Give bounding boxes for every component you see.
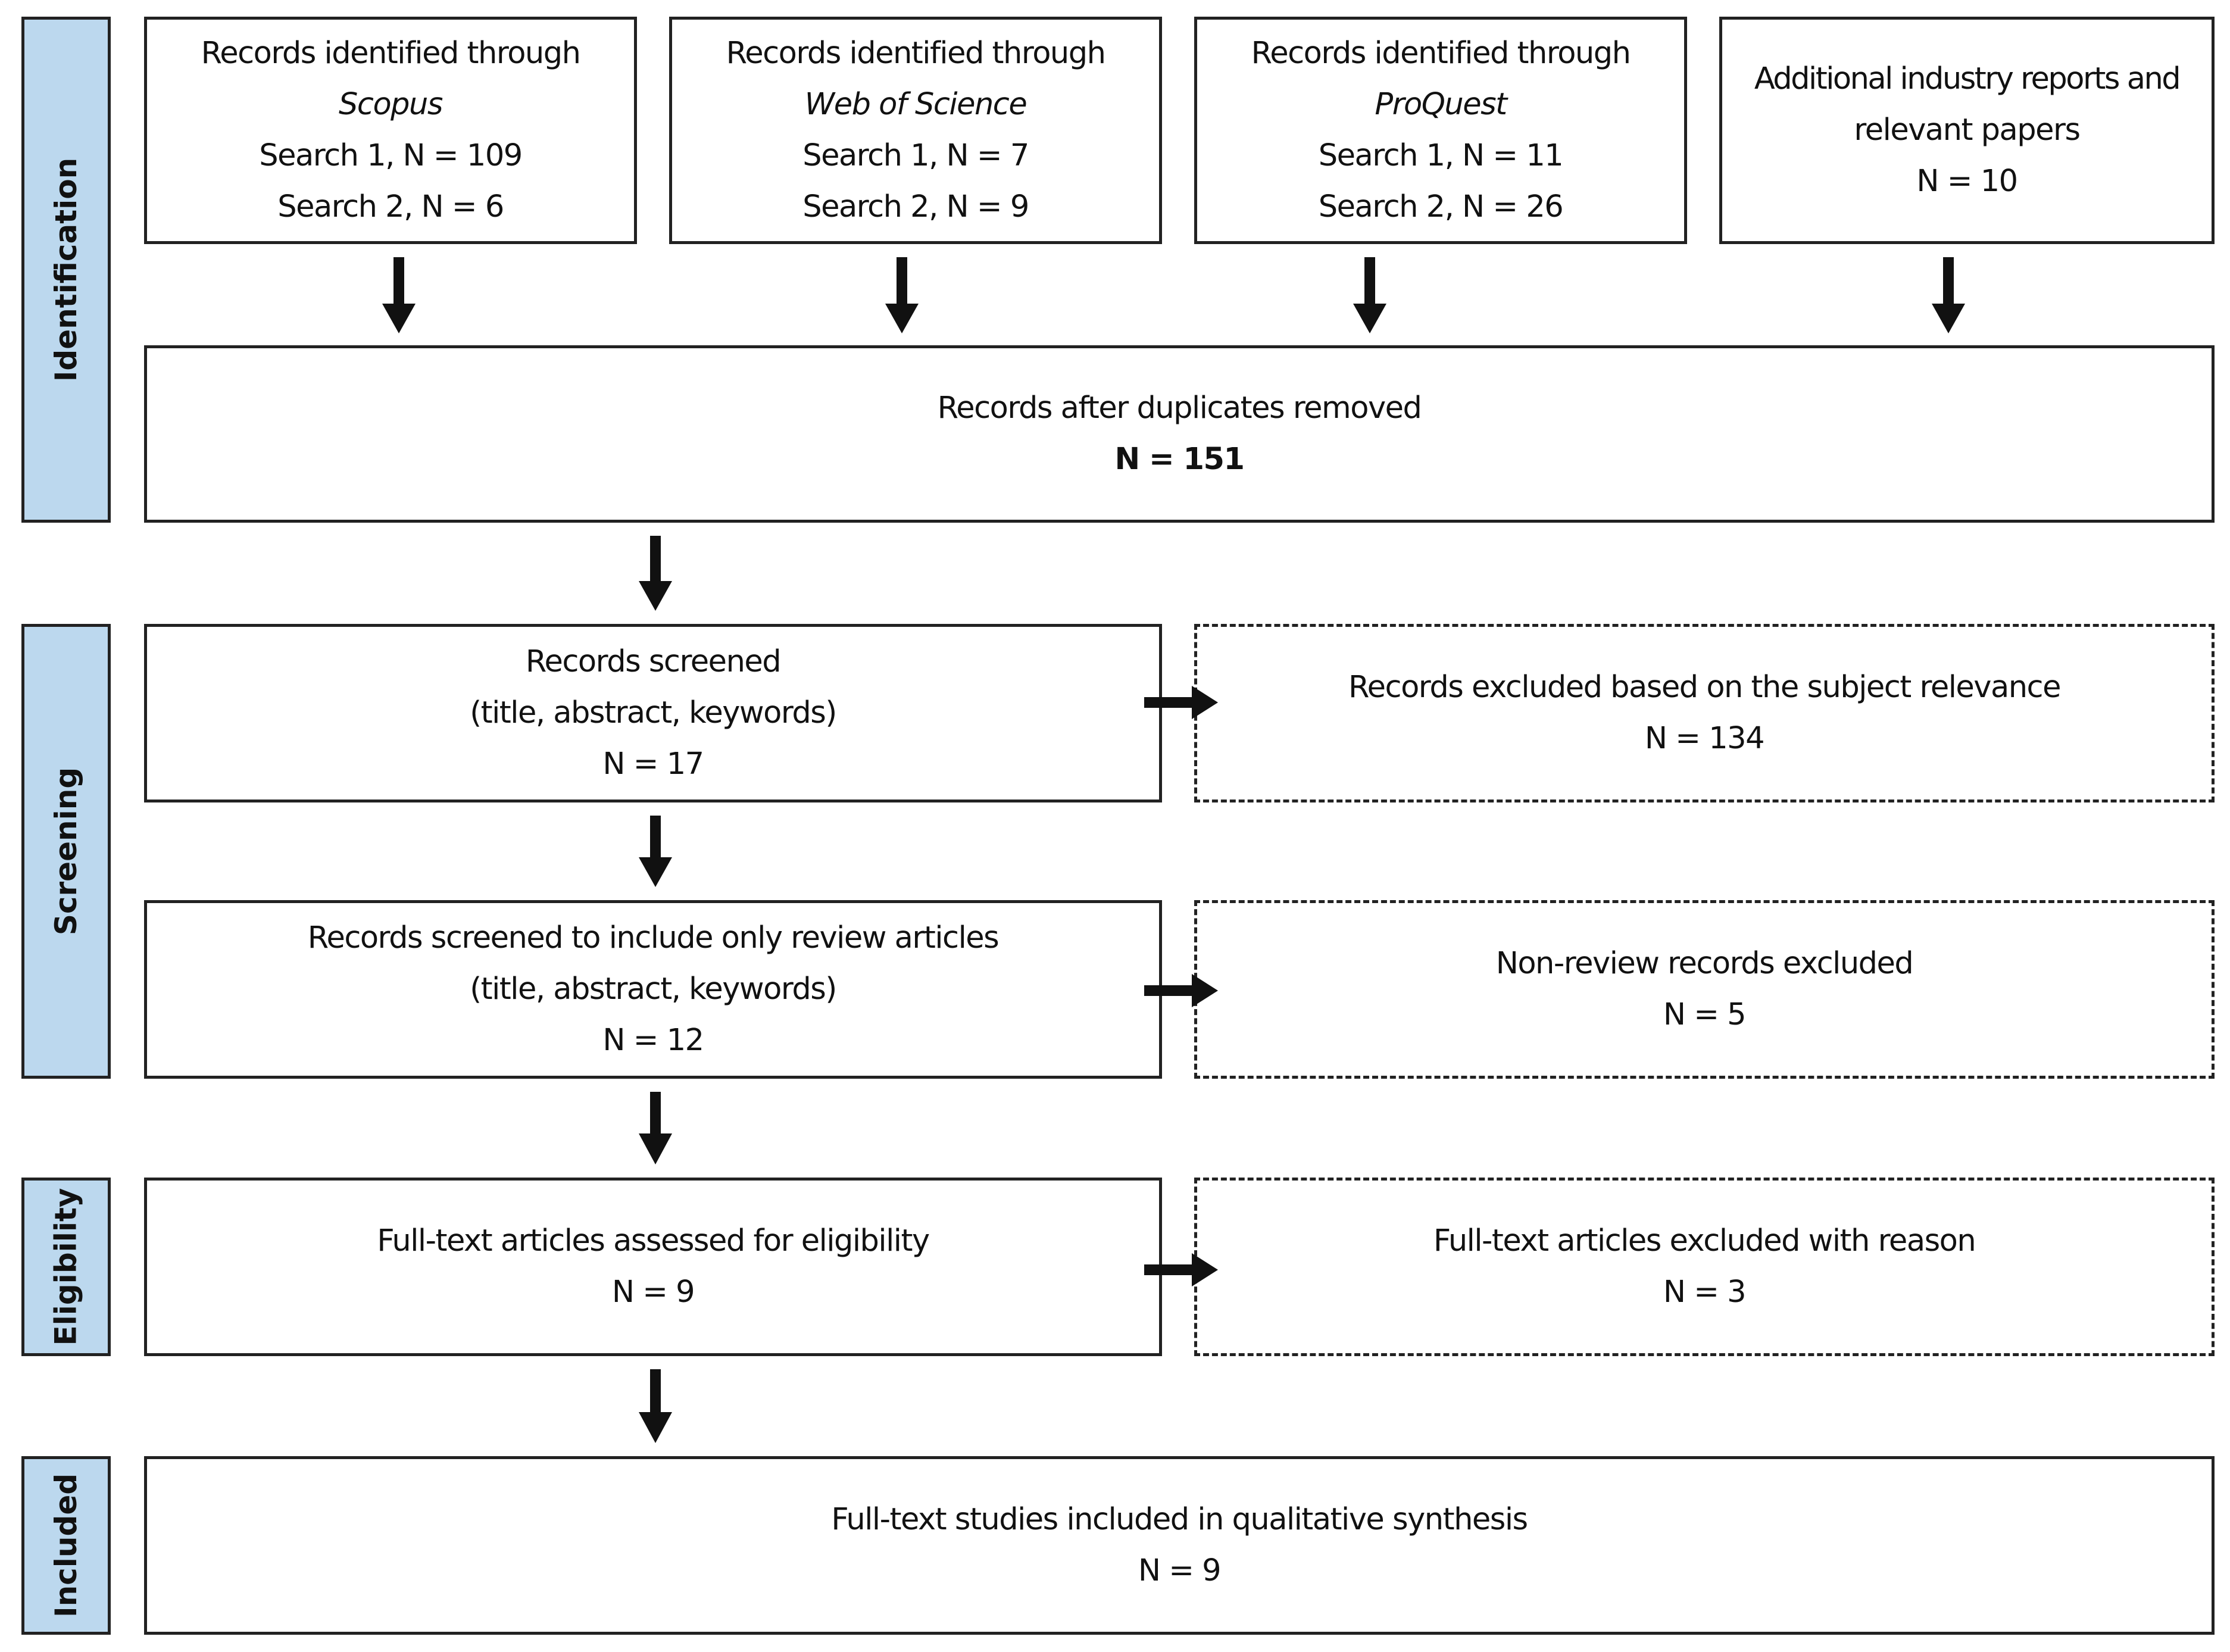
source-wos-box: Records identified through Web of Scienc…	[669, 17, 1162, 244]
eligibility-assessed-count: N = 9	[611, 1275, 695, 1310]
arrow-down-icon	[885, 257, 919, 333]
screened-review-detail: (title, abstract, keywords)	[470, 972, 837, 1007]
stage-identification-label: Identification	[49, 157, 83, 382]
source-scopus-line1: Records identified through	[201, 36, 581, 71]
source-additional-line1: Additional industry reports and	[1754, 61, 2181, 96]
source-additional-box: Additional industry reports and relevant…	[1719, 17, 2215, 244]
records-screened-detail: (title, abstract, keywords)	[470, 695, 837, 730]
arrow-down-icon	[382, 257, 416, 333]
source-additional-line2: relevant papers	[1854, 113, 2081, 148]
source-proquest-search2: Search 2, N = 26	[1318, 189, 1564, 224]
eligibility-assessed-label: Full-text articles assessed for eligibil…	[377, 1223, 930, 1258]
stage-eligibility: Eligibility	[21, 1178, 111, 1356]
included-studies-count: N = 9	[1138, 1553, 1222, 1588]
deduplicated-box: Records after duplicates removed N = 151	[144, 345, 2215, 523]
source-proquest-search1: Search 1, N = 11	[1318, 138, 1564, 173]
records-screened-count: N = 17	[602, 747, 704, 782]
screened-review-count: N = 12	[602, 1023, 704, 1058]
excluded-relevance-box: Records excluded based on the subject re…	[1194, 624, 2215, 802]
arrow-down-icon	[1932, 257, 1965, 333]
deduplicated-count: N = 151	[1114, 442, 1245, 477]
excluded-reason-label: Full-text articles excluded with reason	[1433, 1223, 1976, 1258]
arrow-down-icon	[639, 536, 672, 611]
included-studies-box: Full-text studies included in qualitativ…	[144, 1456, 2215, 1635]
source-scopus-search2: Search 2, N = 6	[277, 189, 504, 224]
stage-screening-label: Screening	[49, 767, 84, 936]
source-scopus-box: Records identified through Scopus Search…	[144, 17, 637, 244]
source-scopus-search1: Search 1, N = 109	[259, 138, 523, 173]
records-screened-box: Records screened (title, abstract, keywo…	[144, 624, 1162, 802]
source-wos-database: Web of Science	[804, 87, 1027, 122]
excluded-relevance-count: N = 134	[1644, 721, 1765, 756]
source-proquest-database: ProQuest	[1375, 87, 1507, 122]
stage-included: Included	[21, 1456, 111, 1635]
stage-screening: Screening	[21, 624, 111, 1079]
excluded-reason-count: N = 3	[1663, 1275, 1747, 1310]
excluded-relevance-label: Records excluded based on the subject re…	[1348, 670, 2061, 705]
stage-identification: Identification	[21, 17, 111, 523]
screened-review-box: Records screened to include only review …	[144, 900, 1162, 1079]
excluded-nonreview-label: Non-review records excluded	[1495, 946, 1914, 981]
records-screened-label: Records screened	[525, 644, 782, 679]
arrow-down-icon	[1353, 257, 1386, 333]
arrow-down-icon	[639, 1092, 672, 1164]
arrow-down-icon	[639, 1369, 672, 1443]
deduplicated-label: Records after duplicates removed	[937, 391, 1422, 426]
excluded-nonreview-box: Non-review records excluded N = 5	[1194, 900, 2215, 1079]
included-studies-label: Full-text studies included in qualitativ…	[831, 1502, 1528, 1537]
excluded-reason-box: Full-text articles excluded with reason …	[1194, 1178, 2215, 1356]
arrow-down-icon	[639, 816, 672, 887]
screened-review-label: Records screened to include only review …	[307, 920, 1000, 955]
eligibility-assessed-box: Full-text articles assessed for eligibil…	[144, 1178, 1162, 1356]
excluded-nonreview-count: N = 5	[1663, 997, 1747, 1032]
source-wos-search1: Search 1, N = 7	[802, 138, 1029, 173]
source-wos-line1: Records identified through	[726, 36, 1106, 71]
source-additional-count: N = 10	[1916, 164, 2018, 199]
source-proquest-box: Records identified through ProQuest Sear…	[1194, 17, 1687, 244]
stage-eligibility-label: Eligibility	[49, 1188, 84, 1346]
source-scopus-database: Scopus	[339, 87, 443, 122]
stage-included-label: Included	[49, 1473, 84, 1618]
source-proquest-line1: Records identified through	[1251, 36, 1631, 71]
source-wos-search2: Search 2, N = 9	[802, 189, 1029, 224]
